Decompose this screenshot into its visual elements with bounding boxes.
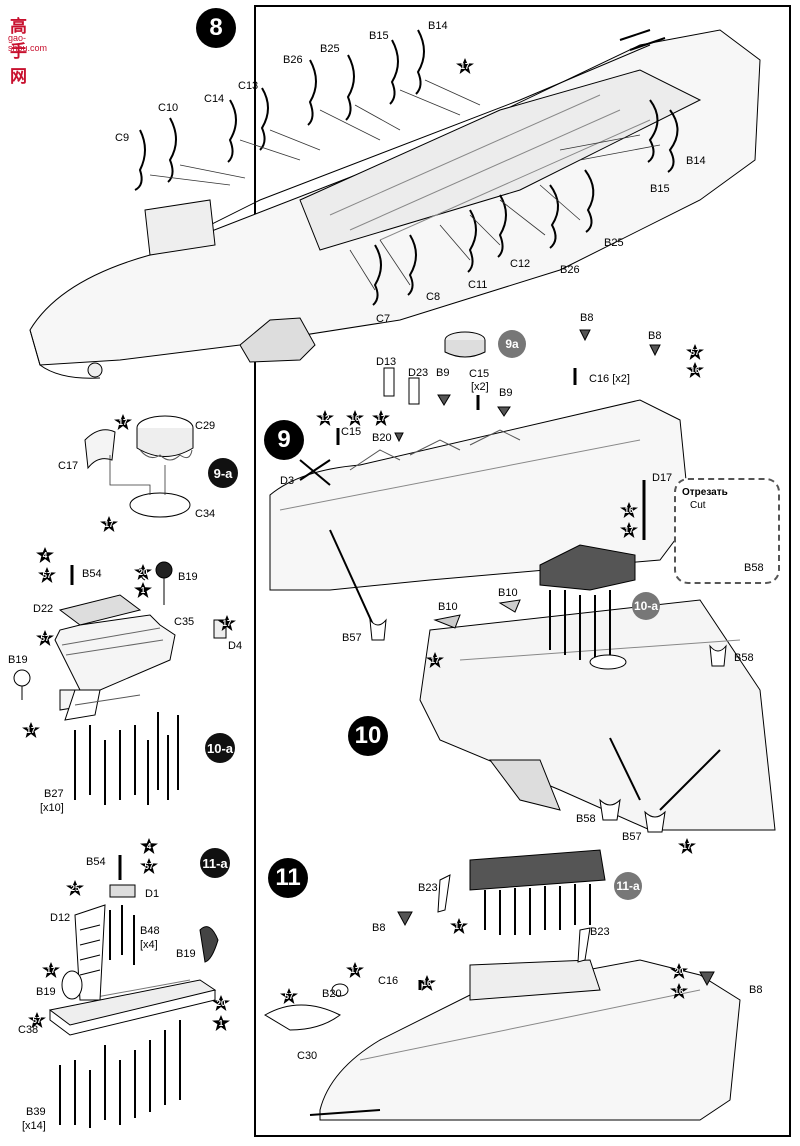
subassembly-10a-drawing	[13, 561, 227, 805]
part-label: B39	[26, 1106, 46, 1118]
part-label: B15	[650, 183, 670, 195]
part-label: B8	[749, 984, 763, 996]
part-label: D22	[33, 603, 54, 615]
part-label: B58	[734, 652, 754, 664]
cut-callout-en: Cut	[690, 500, 706, 511]
subassembly-9a-marker: 9-a	[208, 458, 238, 488]
cut-callout-ru: Отрезать	[682, 487, 728, 498]
part-label: C8	[426, 291, 441, 303]
ship-hull-step8	[29, 29, 761, 379]
part-label: B10	[498, 587, 518, 599]
part-label: D4	[228, 640, 243, 652]
part-label: C16 [x2]	[589, 373, 630, 385]
part-label: D3	[280, 475, 295, 487]
part-label: B9	[499, 387, 513, 399]
part-label: B25	[604, 237, 624, 249]
part-label: C34	[195, 508, 216, 520]
support-parts-step8	[134, 29, 679, 306]
part-label: C17	[58, 460, 79, 472]
part-label: D13	[376, 356, 397, 368]
part-label: B20	[322, 988, 342, 1000]
part-label: C16	[378, 975, 399, 987]
detail-tag-11a: 11-a	[614, 872, 642, 900]
part-label: B57	[622, 831, 642, 843]
part-label: B58	[576, 813, 596, 825]
part-label: B23	[418, 882, 438, 894]
step-8-number: 8	[196, 8, 236, 48]
part-label: B20	[372, 432, 392, 444]
part-label: C12	[510, 258, 531, 270]
part-label: [x14]	[22, 1120, 46, 1132]
part-label: B48	[140, 925, 160, 937]
cut-callout-part: B58	[744, 562, 764, 574]
part-label: B27	[44, 788, 64, 800]
part-label: [x10]	[40, 802, 64, 814]
part-label: B8	[580, 312, 594, 324]
part-label: C9	[115, 132, 130, 144]
subassembly-9a-drawing	[84, 415, 194, 518]
part-label: C7	[376, 313, 391, 325]
part-label: B19	[36, 986, 56, 998]
part-label: D12	[50, 912, 71, 924]
part-label: B23	[590, 926, 610, 938]
part-label: [x2]	[471, 381, 489, 393]
part-label: C15	[341, 426, 362, 438]
part-label: B10	[438, 601, 458, 613]
subassembly-11a-drawing	[48, 855, 219, 1128]
part-label: B8	[648, 330, 662, 342]
part-label: C14	[204, 93, 225, 105]
part-label: B57	[342, 632, 362, 644]
part-label: B19	[8, 654, 28, 666]
leader-lines-step8	[149, 79, 661, 291]
part-label: B54	[86, 856, 106, 868]
part-label: C30	[297, 1050, 318, 1062]
part-label: C29	[195, 420, 216, 432]
part-label: C10	[158, 102, 179, 114]
ship-hull-step11	[264, 849, 741, 1121]
part-label: B14	[686, 155, 706, 167]
part-label: C11	[468, 279, 488, 291]
detail-tag-10a: 10-a	[632, 592, 660, 620]
part-label: B14	[428, 20, 448, 32]
cut-callout	[674, 478, 780, 584]
part-label: D23	[408, 367, 429, 379]
part-label: C38	[18, 1024, 39, 1036]
part-label: B26	[560, 264, 580, 276]
part-label: B19	[178, 571, 198, 583]
detail-tag-9a: 9a	[498, 330, 526, 358]
step-11-number: 11	[268, 858, 308, 898]
part-label: D1	[145, 888, 160, 900]
watermark-url: gao-shou.com	[8, 33, 48, 53]
part-label: B15	[369, 30, 389, 42]
step-9-number: 9	[264, 420, 304, 460]
watermark-title: 高手网	[10, 17, 28, 87]
part-label: C35	[174, 616, 195, 628]
subassembly-10a-marker: 10-a	[205, 733, 235, 763]
part-label: C15	[469, 368, 490, 380]
part-label: B25	[320, 43, 340, 55]
ship-hull-step9-10	[269, 329, 776, 833]
step-10-number: 10	[348, 716, 388, 756]
part-label: C13	[238, 80, 259, 92]
part-label: D17	[652, 472, 673, 484]
subassembly-11a-marker: 11-a	[200, 848, 230, 878]
part-label: B19	[176, 948, 196, 960]
part-label: B26	[283, 54, 303, 66]
part-label: [x4]	[140, 939, 158, 951]
steps-8-to-11-frame	[254, 5, 791, 1137]
part-label: B8	[372, 922, 386, 934]
part-label: B9	[436, 367, 450, 379]
part-label: B54	[82, 568, 102, 580]
